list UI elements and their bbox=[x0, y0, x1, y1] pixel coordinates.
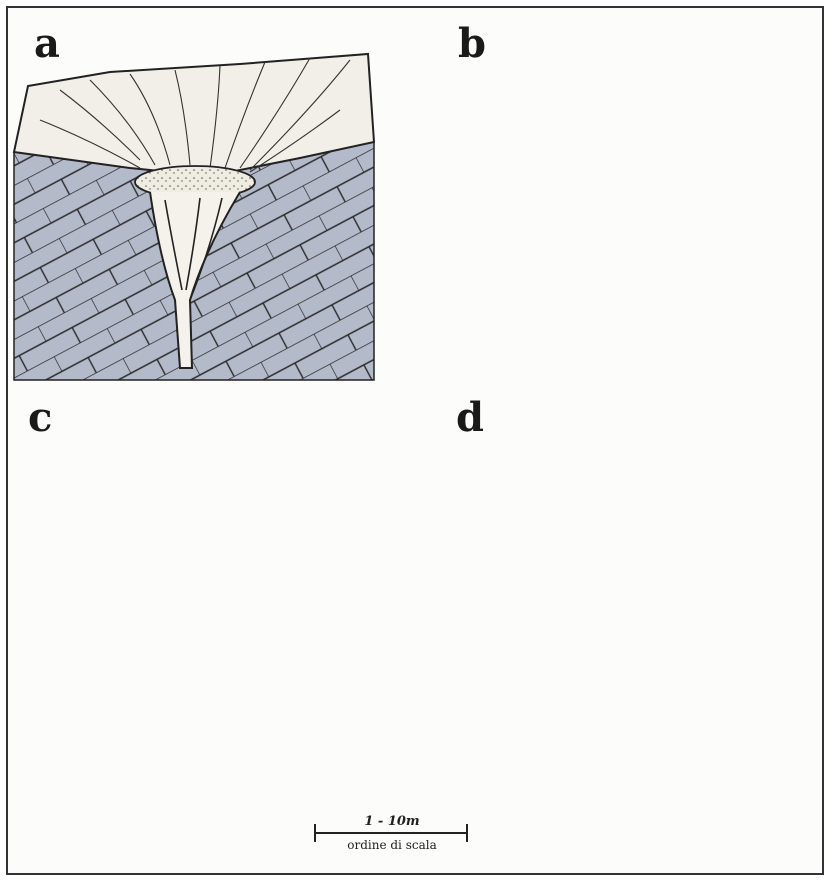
scale-caption: ordine di scala bbox=[314, 838, 470, 852]
panel-label-a: a bbox=[34, 24, 60, 64]
panel-label-c: c bbox=[28, 398, 52, 438]
scale-bar: 1 - 10m ordine di scala bbox=[314, 818, 470, 868]
scale-value: 1 - 10m bbox=[314, 814, 470, 829]
panel-label-d: d bbox=[456, 398, 484, 438]
panel-a-illustration bbox=[14, 54, 374, 380]
scale-bar-line bbox=[314, 832, 468, 834]
panel-label-b: b bbox=[458, 24, 486, 64]
